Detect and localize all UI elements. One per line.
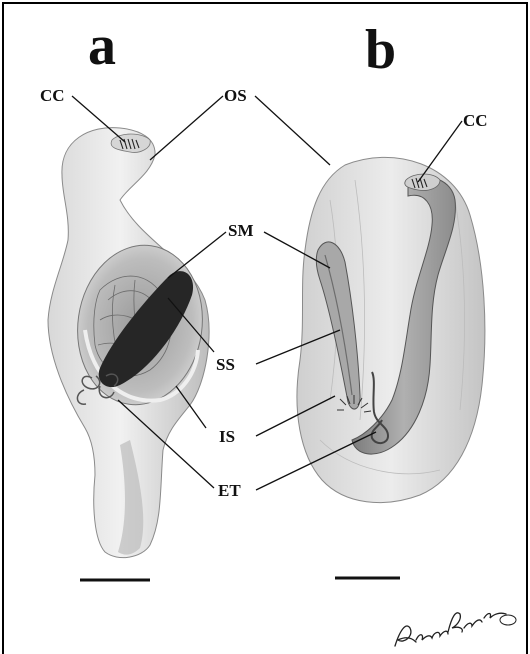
label-os: OS [224, 86, 247, 105]
label-cc-b: CC [463, 111, 488, 130]
leader-os-b [255, 96, 330, 165]
leader-os-a [150, 96, 223, 160]
artist-signature [395, 613, 516, 646]
label-et: ET [218, 481, 241, 500]
leader-cc-b [418, 121, 462, 182]
label-is: IS [219, 427, 235, 446]
specimen-b [297, 157, 485, 502]
label-ss: SS [216, 355, 235, 374]
leader-sm-a [168, 232, 226, 278]
label-cc-a: CC [40, 86, 65, 105]
panel-label-a: a [88, 15, 116, 77]
panel-label-b: b [365, 19, 396, 81]
specimen-a [48, 128, 213, 558]
label-sm: SM [228, 221, 254, 240]
